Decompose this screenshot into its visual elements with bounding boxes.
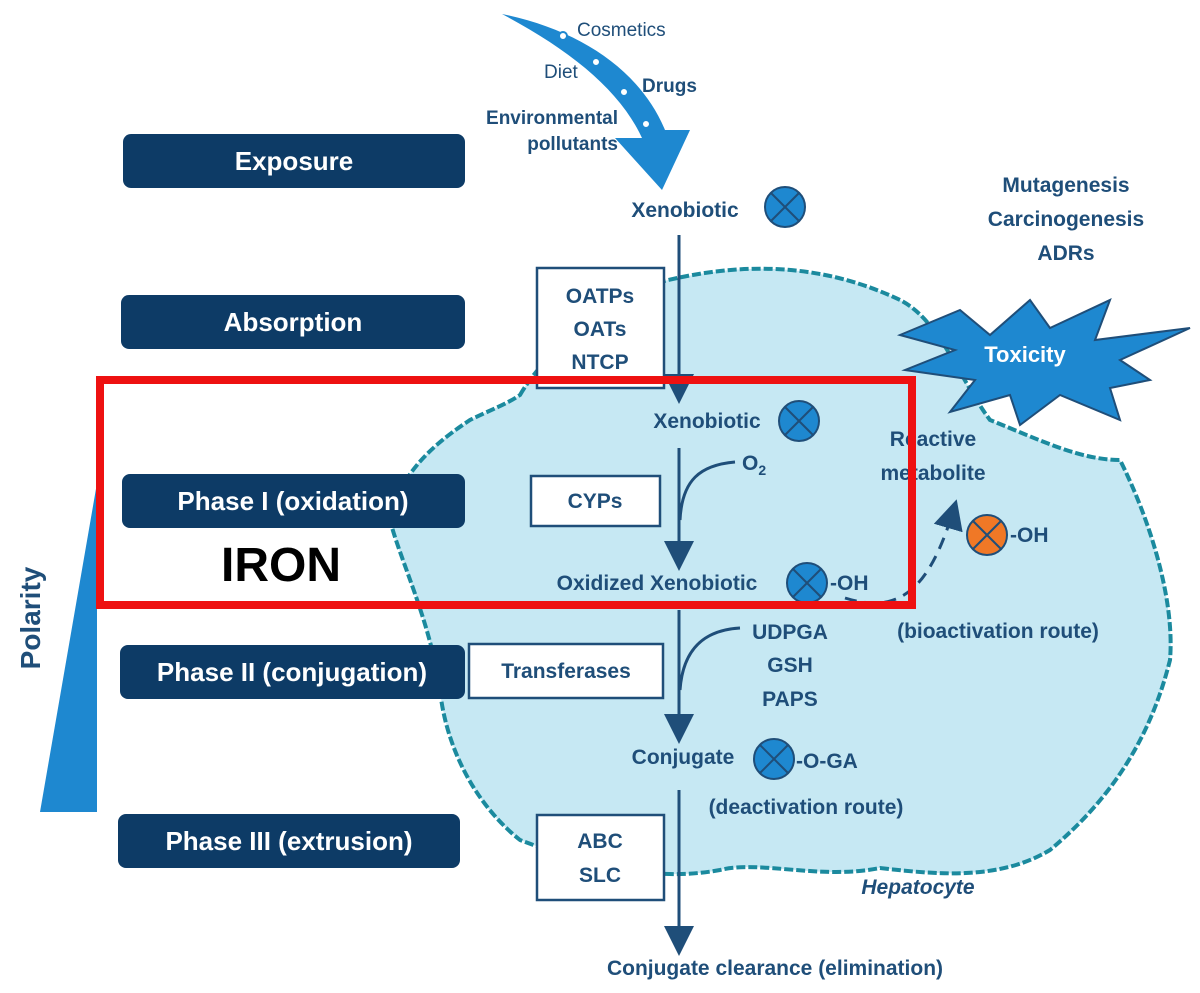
iron-label: IRON: [221, 539, 341, 592]
iron-highlight-box: [96, 376, 916, 609]
reactive-oh-group: -OH: [1010, 524, 1049, 547]
reactive-metabolite-line1: Reactive: [890, 428, 976, 451]
effect-adrs: ADRs: [1037, 242, 1094, 265]
oxidized-oh-group: -OH: [830, 572, 869, 595]
exposure-point-diet: [591, 57, 601, 67]
exposure-point-cosmetics: [558, 31, 568, 41]
toxicity-starburst: [896, 298, 1191, 427]
bioactivation-route-label: (bioactivation route): [897, 620, 1099, 643]
transporter-oatps: OATPs: [566, 285, 634, 308]
effect-mutagenesis: Mutagenesis: [1002, 174, 1129, 197]
stage-box-absorption: [121, 295, 465, 349]
exposure-point-environmental: [641, 119, 651, 129]
transporter-slc: SLC: [579, 864, 621, 887]
source-environmental: Environmental: [486, 108, 618, 129]
xenobiotic-symbol-conjugate: [753, 738, 795, 780]
transferases-box: [467, 642, 665, 700]
exposure-point-drugs: [619, 87, 629, 97]
deactivation-route-label: (deactivation route): [709, 796, 904, 819]
stage-label-absorption: Absorption: [224, 307, 363, 337]
reactive-metabolite-symbol: [966, 514, 1008, 556]
polarity-wedge: [40, 483, 97, 812]
cofactor-udpga: UDPGA: [752, 621, 828, 644]
effect-carcinogenesis: Carcinogenesis: [988, 208, 1144, 231]
stage-box-phase3: [118, 814, 460, 868]
conjugation-cofactor-curve: [678, 626, 741, 691]
cyps-box: [529, 474, 662, 528]
enzyme-transferases: Transferases: [501, 660, 631, 683]
hepatocyte-label: Hepatocyte: [861, 876, 975, 899]
oxygen-cofactor-curve: [678, 460, 736, 521]
source-cosmetics: Cosmetics: [577, 20, 666, 41]
conjugate-oga-group: -O-GA: [796, 750, 858, 773]
cofactor-gsh: GSH: [767, 654, 813, 677]
stage-label-phase2: Phase II (conjugation): [157, 657, 427, 687]
hepatocyte-cell: [387, 266, 1173, 877]
polarity-label: Polarity: [15, 566, 46, 669]
oxygen-label: O2: [742, 452, 766, 478]
xenobiotic-symbol-oxidized: [786, 562, 828, 604]
stage-box-phase2: [120, 645, 465, 699]
cofactor-paps: PAPS: [762, 688, 818, 711]
exposure-arrow: [502, 14, 690, 190]
transporter-ntcp: NTCP: [571, 351, 628, 374]
reactive-metabolite-line2: metabolite: [880, 462, 985, 485]
conjugate-label: Conjugate: [632, 746, 735, 769]
xenobiotic-inside-label: Xenobiotic: [653, 410, 761, 433]
efflux-transporters-box: [535, 813, 666, 902]
uptake-transporters-box: [535, 266, 666, 390]
source-pollutants: pollutants: [527, 134, 618, 155]
transporter-abc: ABC: [577, 830, 623, 853]
xenobiotic-outside-label: Xenobiotic: [631, 199, 739, 222]
source-diet: Diet: [544, 62, 579, 83]
stage-label-exposure: Exposure: [235, 146, 354, 176]
oxidized-xenobiotic-label: Oxidized Xenobiotic: [557, 572, 758, 595]
xenobiotic-symbol-inside: [778, 400, 820, 442]
stage-label-phase3: Phase III (extrusion): [165, 826, 412, 856]
toxicity-label: Toxicity: [984, 342, 1066, 367]
stage-box-exposure: [123, 134, 465, 188]
stage-label-phase1: Phase I (oxidation): [177, 486, 408, 516]
source-drugs: Drugs: [642, 76, 697, 97]
enzyme-cyps: CYPs: [568, 490, 623, 513]
xenobiotic-symbol-outside: [764, 186, 806, 228]
oxygen-subscript: 2: [758, 462, 766, 478]
transporter-oats: OATs: [574, 318, 627, 341]
clearance-label: Conjugate clearance (elimination): [607, 957, 943, 980]
stage-box-phase1: [122, 474, 465, 528]
oxygen-symbol: O: [742, 452, 758, 475]
